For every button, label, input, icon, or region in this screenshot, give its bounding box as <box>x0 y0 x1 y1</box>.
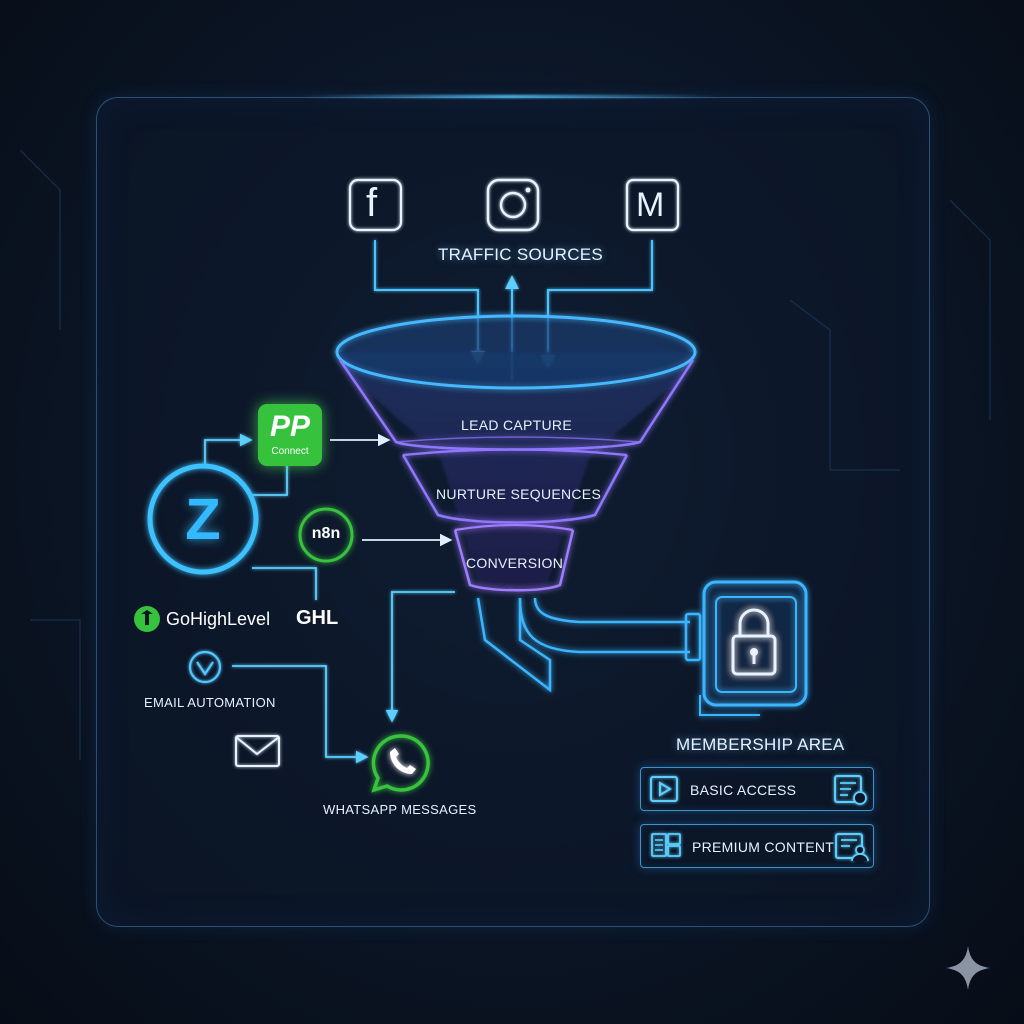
whatsapp-icon <box>371 734 430 793</box>
sparkle-icon <box>946 946 990 990</box>
play-icon <box>650 776 678 802</box>
facebook-letter: f <box>366 181 378 225</box>
integration-arrows-white <box>330 433 453 547</box>
basic-access-row[interactable]: BASIC ACCESS <box>640 767 874 811</box>
membership-lock-icon <box>699 580 808 716</box>
gohighlevel-label: GoHighLevel <box>166 609 271 629</box>
zapier-letter: Z <box>185 487 221 552</box>
gohighlevel-icon <box>134 606 160 632</box>
ghl-label: GHL <box>296 607 339 629</box>
n8n-label: n8n <box>311 525 341 542</box>
funnel-stage-nurture-sequences: NURTURE SEQUENCES <box>436 486 602 502</box>
pabbly-connect-badge: PP Connect <box>258 404 322 466</box>
membership-area-title: MEMBERSHIP AREA <box>676 735 845 754</box>
meta-ads-icon <box>625 178 680 232</box>
zapier-ring <box>147 463 259 575</box>
premium-content-row[interactable]: PREMIUM CONTENT <box>640 824 874 868</box>
traffic-sources-title: TRAFFIC SOURCES <box>438 245 604 264</box>
billing-doc-icon <box>834 775 867 805</box>
panel-top-glow <box>300 95 720 98</box>
email-automation-icon <box>188 650 222 684</box>
pabbly-sub-label: Connect <box>271 446 309 457</box>
meta-ads-letter: M <box>636 186 665 224</box>
email-automation-label: EMAIL AUTOMATION <box>144 695 276 710</box>
basic-access-label: BASIC ACCESS <box>690 782 797 798</box>
funnel <box>335 314 702 693</box>
integration-connectors <box>204 433 455 764</box>
facebook-icon <box>348 178 403 232</box>
funnel-stage-conversion: CONVERSION <box>466 555 564 571</box>
background-circuits <box>19 149 991 760</box>
pabbly-letters: PP <box>269 410 311 443</box>
content-grid-icon <box>651 833 681 857</box>
n8n-ring <box>298 507 354 563</box>
funnel-stage-lead-capture: LEAD CAPTURE <box>461 417 572 433</box>
profile-doc-icon <box>835 833 869 862</box>
whatsapp-messages-label: WHATSAPP MESSAGES <box>323 802 477 817</box>
envelope-icon <box>235 735 280 767</box>
premium-content-label: PREMIUM CONTENT <box>692 839 835 855</box>
instagram-icon <box>486 178 540 232</box>
